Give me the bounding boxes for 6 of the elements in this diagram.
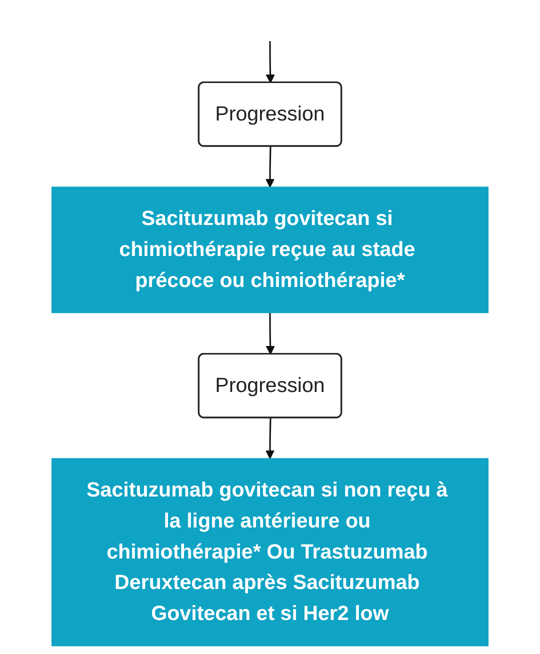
node-box: Sacituzumab govitecan si non reçu à la ligne antérieure ou chimiothérapie* Ou Trastuzumab Deruxtecan après Sacituzumab Govitecan et si Her2 low (51, 458, 489, 646)
arrow (265, 418, 275, 460)
arrow (266, 41, 275, 84)
arrow (266, 312, 275, 355)
node-box: Sacituzumab govitecan si chimiothérapie reçue au stade précoce ou chimiothérapie* (51, 186, 489, 314)
arrow (265, 146, 275, 188)
